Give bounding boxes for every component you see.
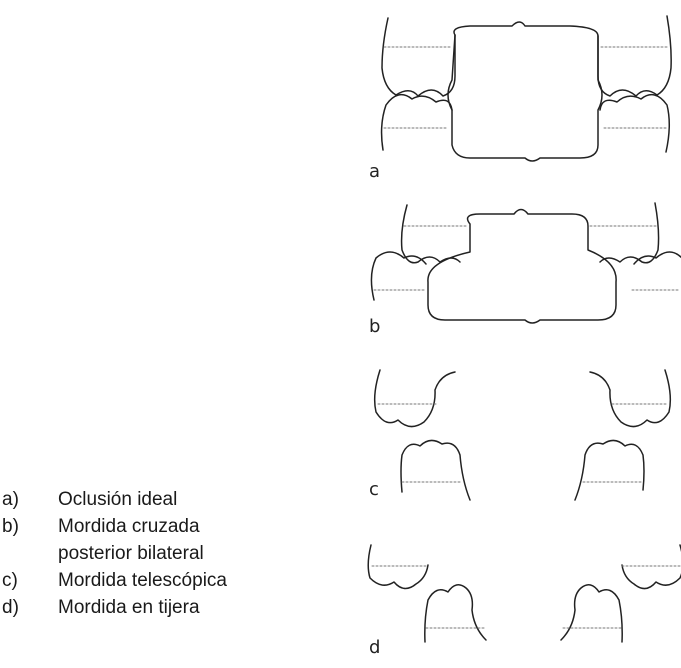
legend-text: Mordida en tijera xyxy=(58,594,330,621)
figure-c-label: c xyxy=(369,479,379,500)
figure-a-label: a xyxy=(369,161,380,182)
figure-d-drawing xyxy=(368,545,681,642)
legend-text: Oclusión ideal xyxy=(58,486,330,513)
legend-item-b-continuation: posterior bilateral xyxy=(0,540,330,567)
legend-text: Mordida telescópica xyxy=(58,567,330,594)
legend-item-b: b) Mordida cruzada xyxy=(0,513,330,540)
figure-b-drawing xyxy=(371,203,681,323)
legend-text: Mordida cruzada xyxy=(58,513,330,540)
figure-d-label: d xyxy=(369,637,380,658)
legend-letter: d) xyxy=(0,594,58,621)
legend-item-d: d) Mordida en tijera xyxy=(0,594,330,621)
figure-b-label: b xyxy=(369,316,380,337)
legend-item-a: a) Oclusión ideal xyxy=(0,486,330,513)
figure-a-drawing xyxy=(382,16,672,161)
figure-c-drawing xyxy=(375,370,671,500)
legend-letter: b) xyxy=(0,513,58,540)
legend-letter: a) xyxy=(0,486,58,513)
legend: a) Oclusión ideal b) Mordida cruzada pos… xyxy=(0,486,330,621)
legend-item-c: c) Mordida telescópica xyxy=(0,567,330,594)
legend-letter: c) xyxy=(0,567,58,594)
